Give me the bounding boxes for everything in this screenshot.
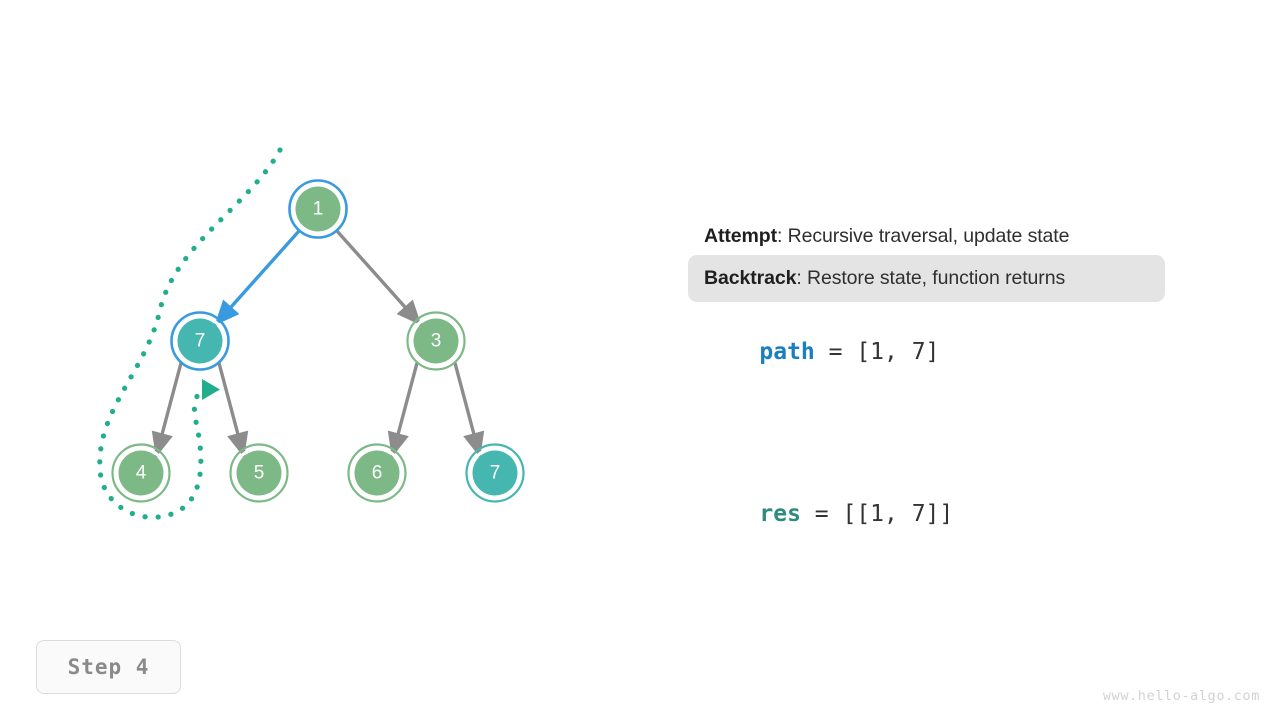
site-watermark: www.hello-algo.com xyxy=(1102,688,1260,704)
binary-tree-diagram: 1 7 3 4 5 xyxy=(97,147,525,520)
tree-node-5[interactable]: 5 xyxy=(229,443,289,503)
attempt-text: : Recursive traversal, update state xyxy=(776,225,1070,247)
tree-nodes: 1 7 3 4 5 xyxy=(111,179,525,503)
tree-node-5-label: 5 xyxy=(254,463,265,484)
backtrack-description: Backtrack: Restore state, function retur… xyxy=(688,254,1165,302)
edge-3-to-7R xyxy=(453,362,485,458)
trace-path-group xyxy=(97,147,283,520)
tree-node-3[interactable]: 3 xyxy=(406,311,466,371)
backtrack-text: : Restore state, function returns xyxy=(796,266,1066,289)
edge-1-to-7L xyxy=(213,229,301,327)
edge-1-to-3 xyxy=(335,229,423,327)
edge-3-to-6 xyxy=(387,362,419,458)
trace-marker-triangle-icon xyxy=(202,379,220,400)
tree-node-4[interactable]: 4 xyxy=(111,443,171,503)
tree-node-7-right[interactable]: 7 xyxy=(465,443,525,503)
tree-node-4-label: 4 xyxy=(136,463,147,484)
path-state-line: path = [1, 7] xyxy=(688,313,1188,391)
tree-node-1[interactable]: 1 xyxy=(288,179,348,239)
tree-node-3-label: 3 xyxy=(431,331,442,352)
path-variable-name: path xyxy=(759,339,815,365)
edge-7L-to-4 xyxy=(151,362,183,458)
tree-node-6[interactable]: 6 xyxy=(347,443,407,503)
tree-node-7-left[interactable]: 7 xyxy=(170,311,230,371)
attempt-label: Attempt xyxy=(704,225,777,247)
tree-node-7-left-label: 7 xyxy=(195,331,206,352)
attempt-description: Attempt: Recursive traversal, update sta… xyxy=(688,222,1188,252)
tree-node-6-label: 6 xyxy=(372,463,383,484)
backtrack-label: Backtrack xyxy=(704,266,797,289)
info-panel: Attempt: Recursive traversal, update sta… xyxy=(688,222,1188,553)
res-value: = [[1, 7]] xyxy=(800,501,954,527)
path-value: = [1, 7] xyxy=(814,339,940,365)
res-variable-name: res xyxy=(759,501,801,527)
tree-node-7-right-label: 7 xyxy=(490,463,501,484)
tree-edges xyxy=(151,229,485,458)
tree-node-1-label: 1 xyxy=(313,199,324,220)
step-badge: Step 4 xyxy=(36,640,181,694)
trace-path-dotted xyxy=(97,147,283,520)
res-state-line: res = [[1, 7]] xyxy=(688,475,1188,553)
edge-7L-to-5 xyxy=(217,362,249,458)
